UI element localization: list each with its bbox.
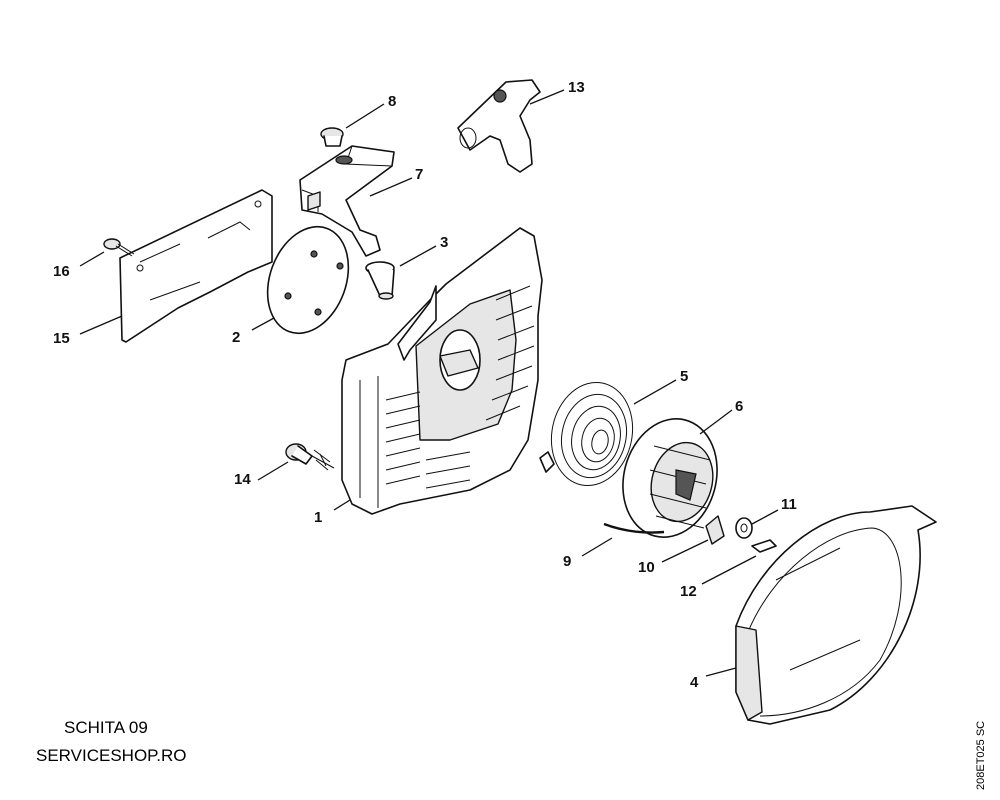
callout-4: 4 <box>690 674 699 691</box>
callout-leaders <box>79 89 779 677</box>
part-12-clip <box>751 539 777 553</box>
callout-10: 10 <box>638 559 655 576</box>
part-16-screw <box>103 238 135 257</box>
drawing-code: 208ET025 SC <box>975 720 987 790</box>
callout-16: 16 <box>53 263 70 280</box>
part-11-washer <box>735 517 753 539</box>
part-6-rotor <box>622 418 718 538</box>
part-14-screw <box>285 443 335 471</box>
callout-15: 15 <box>53 330 70 347</box>
callout-13: 13 <box>568 79 585 96</box>
part-10-pawl <box>705 515 725 545</box>
part-3-grommet <box>365 261 395 300</box>
caption-schita: SCHITA 09 <box>64 718 148 737</box>
part-7-handle <box>299 145 395 257</box>
part-9-rope <box>603 522 665 534</box>
caption-serviceshop: SERVICESHOP.RO <box>36 746 187 765</box>
callout-3: 3 <box>440 234 448 251</box>
part-4-fan-cover <box>735 505 937 725</box>
part-8-knob <box>320 127 344 147</box>
callout-6: 6 <box>735 398 743 415</box>
callout-9: 9 <box>563 553 571 570</box>
part-13-handle <box>457 79 541 173</box>
part-2-disc <box>266 225 350 335</box>
callout-14: 14 <box>234 471 251 488</box>
callout-5: 5 <box>680 368 688 385</box>
callout-1: 1 <box>314 509 322 526</box>
part-1-housing <box>341 227 543 515</box>
callout-11: 11 <box>781 496 797 513</box>
callout-2: 2 <box>232 329 240 346</box>
callout-numbers: 1 2 3 4 5 6 7 8 9 10 11 12 13 14 15 16 <box>53 79 797 691</box>
callout-12: 12 <box>680 583 697 600</box>
callout-7: 7 <box>415 166 423 183</box>
callout-8: 8 <box>388 93 396 110</box>
part-15-plate <box>119 189 273 343</box>
part-5-spring <box>539 381 634 487</box>
